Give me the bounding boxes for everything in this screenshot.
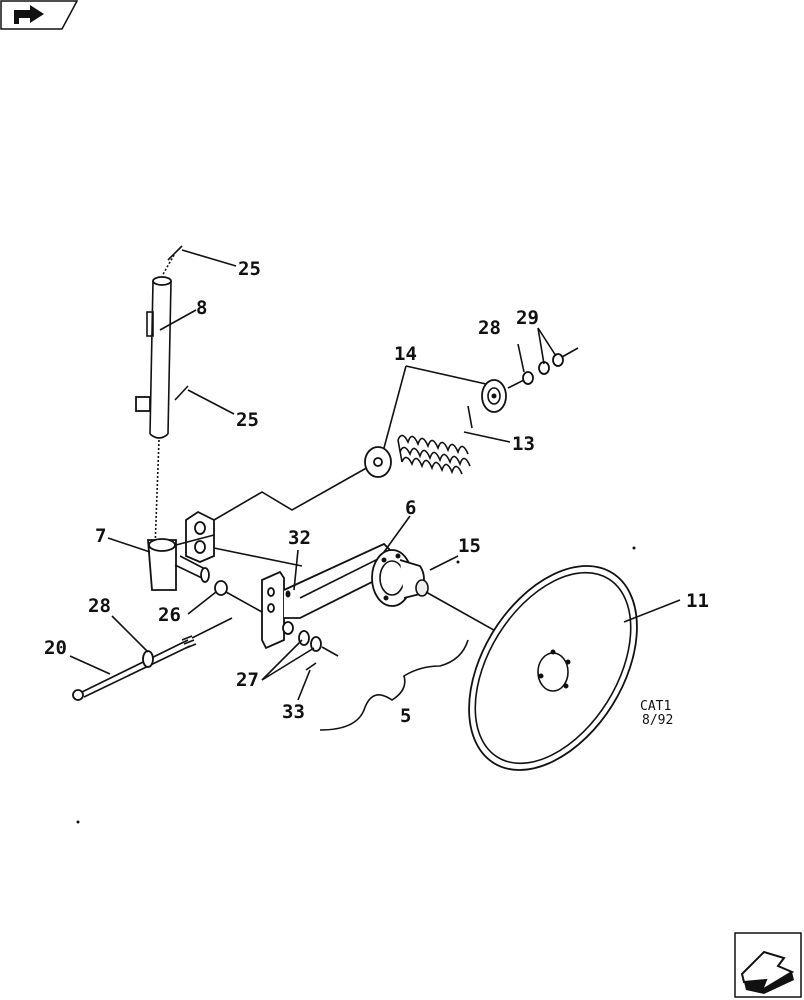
- drawing-stamp-code: CAT1: [640, 699, 671, 714]
- callout-28-lower: 28: [88, 595, 111, 617]
- callout-14: 14: [394, 343, 417, 365]
- callout-33: 33: [282, 701, 305, 723]
- callout-25-mid: 25: [236, 409, 259, 431]
- callout-5: 5: [400, 705, 411, 727]
- callout-13: 13: [512, 433, 535, 455]
- return-arrow-icon: [14, 5, 44, 24]
- part-washers-lower: [298, 630, 339, 657]
- drawing-stamp-date: 8/92: [642, 713, 673, 728]
- callout-6: 6: [405, 497, 416, 519]
- part-cotter-pin: [305, 662, 317, 671]
- callout-25-top: 25: [238, 258, 261, 280]
- callout-20: 20: [44, 637, 67, 659]
- callout-11: 11: [686, 590, 709, 612]
- callout-15: 15: [458, 535, 481, 557]
- part-disc-blade: [468, 565, 638, 771]
- part-roll-pin-top: [161, 245, 183, 277]
- part-spring-seat-upper: [481, 379, 507, 413]
- part-spring-seat-lower: [364, 446, 392, 478]
- part-shaft: [135, 276, 172, 549]
- callout-32: 32: [288, 527, 311, 549]
- callout-28-upper: 28: [478, 317, 501, 339]
- callout-29: 29: [516, 307, 539, 329]
- callout-27: 27: [236, 669, 259, 691]
- back-navigation-button[interactable]: [0, 0, 78, 30]
- callout-26: 26: [158, 604, 181, 626]
- callout-8: 8: [196, 297, 207, 319]
- next-page-arrow-icon: [740, 950, 795, 994]
- part-hub: [371, 549, 429, 607]
- part-bolt: [72, 617, 233, 701]
- part-pivot-pin: [174, 555, 263, 613]
- part-washer-upper: [522, 371, 534, 385]
- part-spring: [397, 405, 473, 475]
- part-roll-pin-mid: [174, 385, 189, 401]
- part-bracket: [147, 510, 215, 591]
- callout-7: 7: [95, 525, 106, 547]
- part-arm: [261, 542, 393, 650]
- next-page-button[interactable]: [734, 932, 802, 998]
